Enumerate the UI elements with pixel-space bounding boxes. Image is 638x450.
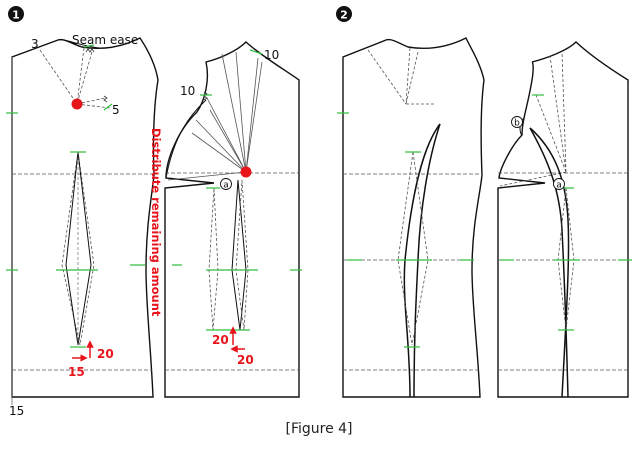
step2-marker: 2: [336, 6, 352, 22]
back2-outline: [497, 41, 629, 398]
front2-guides-dashed: [397, 151, 429, 346]
back-armhole: [165, 99, 207, 179]
back-dart-arrows: [229, 326, 245, 353]
label-15-dart: 15: [68, 365, 85, 379]
front-dart-arrows: [72, 340, 94, 362]
label-distribute-remaining: Distribute remaining amount: [149, 128, 163, 317]
svg-text:2: 2: [340, 9, 348, 22]
svg-text:a: a: [556, 181, 562, 191]
front-shoulder-dart: [39, 47, 111, 109]
back-zigzag: [203, 91, 208, 101]
front-waist-dart: [61, 151, 95, 346]
label-10-side: 10: [180, 84, 195, 98]
svg-text:b: b: [514, 119, 520, 129]
svg-text:a: a: [223, 181, 229, 191]
figure-caption: [Figure 4]: [285, 421, 353, 437]
front2-shoulder-dart: [367, 47, 436, 105]
label-20-back-b: 20: [237, 353, 254, 367]
back2-princess-seam: [519, 117, 570, 398]
point-b-step2: b: [511, 116, 523, 129]
label-3: 3: [31, 37, 39, 51]
step2-diagram: 2: [336, 6, 632, 398]
label-15-left: 15: [9, 404, 24, 418]
label-10-top: 10: [264, 48, 279, 62]
step1-diagram: 1: [6, 6, 302, 418]
label-5: 5: [112, 103, 120, 117]
front-guide-ticks: [6, 44, 145, 348]
front-neck-curve: [57, 39, 101, 49]
label-20-back-a: 20: [212, 333, 229, 347]
front-bodice-outline: [11, 37, 159, 398]
front2-outline: [342, 37, 485, 398]
back-apex-point: [240, 166, 252, 178]
seam-ease-zigzag: [85, 48, 95, 53]
label-seam-ease: Seam ease: [72, 33, 138, 47]
seam-ease-zigzag-side: [103, 95, 108, 103]
back2-fan: [499, 51, 567, 187]
point-a-step1: a: [220, 178, 232, 191]
label-20-front: 20: [97, 347, 114, 361]
back-distribution-fan: [167, 51, 263, 181]
back-waist-darts: [208, 179, 249, 331]
back-guide-ticks: [172, 49, 302, 331]
back-bodice-outline: [164, 41, 300, 398]
svg-text:1: 1: [12, 9, 20, 22]
bust-point: [71, 98, 83, 110]
point-a-step2: a: [553, 178, 565, 191]
front2-guide-ticks: [337, 112, 474, 348]
step1-marker: 1: [8, 6, 24, 22]
